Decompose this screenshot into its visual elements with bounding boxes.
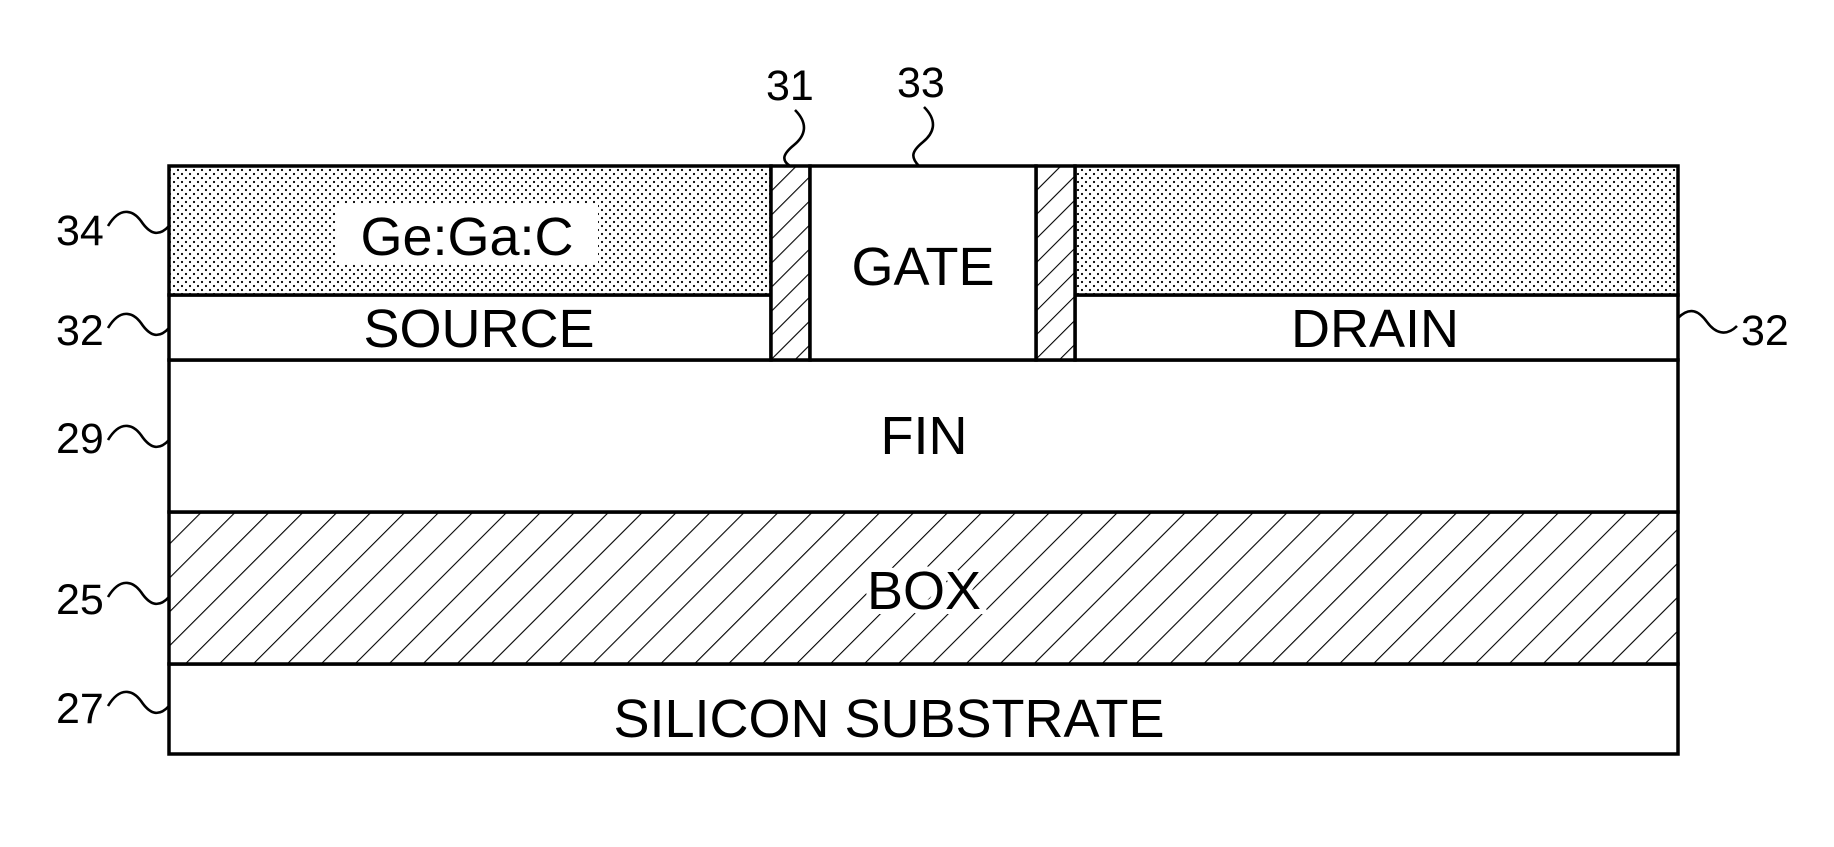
leader-33	[913, 107, 933, 166]
leader-31	[784, 110, 804, 166]
ref-27: 27	[56, 685, 104, 733]
ref-33: 33	[897, 59, 945, 107]
box-label: BOX	[867, 561, 981, 621]
ref-31: 31	[766, 62, 814, 110]
cap-layer-right	[1075, 166, 1678, 295]
leader-25	[108, 583, 169, 604]
leader-34	[108, 212, 169, 233]
gate-label: GATE	[851, 237, 994, 297]
leader-27	[108, 692, 169, 713]
ref-32-left: 32	[56, 307, 104, 355]
substrate-label: SILICON SUBSTRATE	[613, 689, 1164, 749]
source-label: SOURCE	[363, 299, 594, 359]
leader-32-right	[1678, 311, 1737, 332]
cap-label: Ge:Ga:C	[360, 207, 573, 267]
ref-32-right: 32	[1741, 307, 1789, 355]
drain-label: DRAIN	[1291, 299, 1459, 359]
leader-29	[108, 426, 169, 447]
ref-29: 29	[56, 415, 104, 463]
ref-25: 25	[56, 576, 104, 624]
fin-label: FIN	[881, 406, 968, 466]
ref-34: 34	[56, 207, 104, 255]
spacer-right	[1036, 166, 1075, 360]
spacer-left	[771, 166, 810, 360]
leader-32-left	[108, 314, 169, 335]
